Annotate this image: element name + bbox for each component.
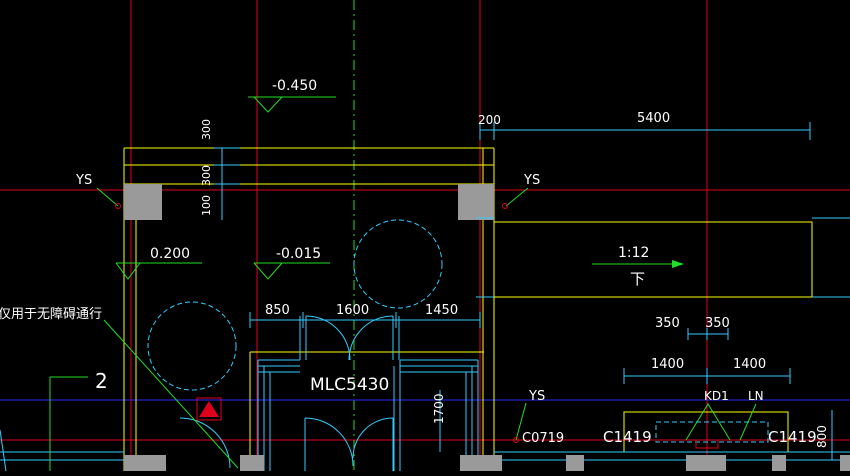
leader-ys [515,402,527,441]
door-frame [0,315,850,472]
ys-left-label: YS [75,173,92,188]
leader-ys [96,187,119,207]
door-swing-arc [179,417,231,469]
edge-line [0,429,7,472]
window-c0719-label: C0719 [522,431,564,446]
ramp-slope-label: 1:12 [618,245,649,261]
dim-1450: 1450 [425,303,458,318]
leader-two [49,376,88,471]
door-swing-arc [348,315,394,361]
column [460,455,502,471]
ramp-down-label: 下 [630,270,645,288]
door-swing-arc [352,417,394,459]
dim-350-b: 350 [705,316,730,331]
column [840,455,850,471]
accessibility-marker-box [196,397,222,421]
leader-ys [505,187,529,207]
ys-point [502,203,508,209]
dim-1400-a: 1400 [651,357,684,372]
ys-right-label: YS [523,173,540,188]
column [124,184,162,220]
window-c1419-label-a: C1419 [603,428,652,446]
frame-lines [258,359,478,373]
ln-label: LN [748,389,764,403]
dim-1600: 1600 [336,303,369,318]
column [124,455,166,471]
dim-300-a: 300 [200,119,213,140]
ramp-arrow-head [672,260,684,268]
leader-ln [739,403,757,441]
dimension-lines [214,122,850,460]
door-swing-arc [305,315,351,361]
accessibility-note: 仅用于无障碍通行 [0,307,102,322]
turning-circle [147,301,237,391]
ys-point [115,203,121,209]
elevation-symbol-mid [253,262,330,280]
turning-circle [353,219,443,309]
elevation-symbol-left [115,262,202,280]
dim-350-a: 350 [655,316,680,331]
dim-100: 100 [200,195,213,216]
elevation-top-label: -0.450 [272,78,317,94]
dim-800: 800 [815,425,829,448]
dim-200: 200 [478,113,501,127]
dim-1700: 1700 [432,393,446,424]
column [566,455,584,471]
ys-bottom-label: YS [528,389,545,404]
elevation-symbol-top [248,96,336,113]
column [458,184,494,220]
dim-5400: 5400 [637,111,670,126]
leader-note [103,319,239,469]
columns [124,184,850,471]
ys-point [513,437,519,443]
dim-850: 850 [265,303,290,318]
kd1-label: KD1 [704,389,729,403]
column [772,455,786,471]
elevation-markers [49,96,757,471]
window-c1419-label-b: C1419 [768,428,817,446]
elevation-left-label: 0.200 [150,246,190,262]
kd1-fixture [695,439,719,449]
index-number-label: 2 [95,369,108,393]
elevation-mid-label: -0.015 [276,246,321,262]
door-code-label: MLC5430 [310,375,389,395]
door-swing-arc [304,417,354,467]
dim-1400-b: 1400 [733,357,766,372]
dashed-circles [147,219,769,443]
ramp-box [493,221,813,298]
column [240,455,264,471]
dim-300-b: 300 [200,165,213,186]
dashed-rect [655,421,769,443]
column [686,455,726,471]
leader-kd1 [685,403,731,441]
accessibility-marker-icon [199,401,219,417]
